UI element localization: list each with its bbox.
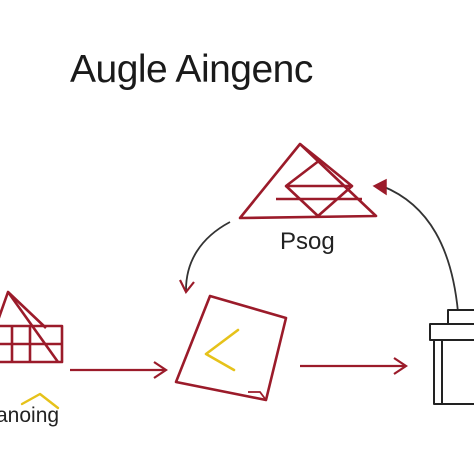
curved-arrow-left [179,221,231,295]
diagram-title: Augle Aingenc [70,48,313,91]
top-shape-label: Psog [280,228,335,255]
arrow-card-to-battery [300,357,408,375]
yellow-wave-icon [20,392,60,410]
tilted-card-icon [174,294,288,402]
curved-arrow-right [372,178,459,313]
arrow-left-to-card [70,361,168,379]
top-triangle-icon [238,142,378,220]
left-triangle-grid-icon [0,290,64,364]
bottom-left-label: anoing [0,404,60,427]
battery-container-icon [429,309,474,405]
